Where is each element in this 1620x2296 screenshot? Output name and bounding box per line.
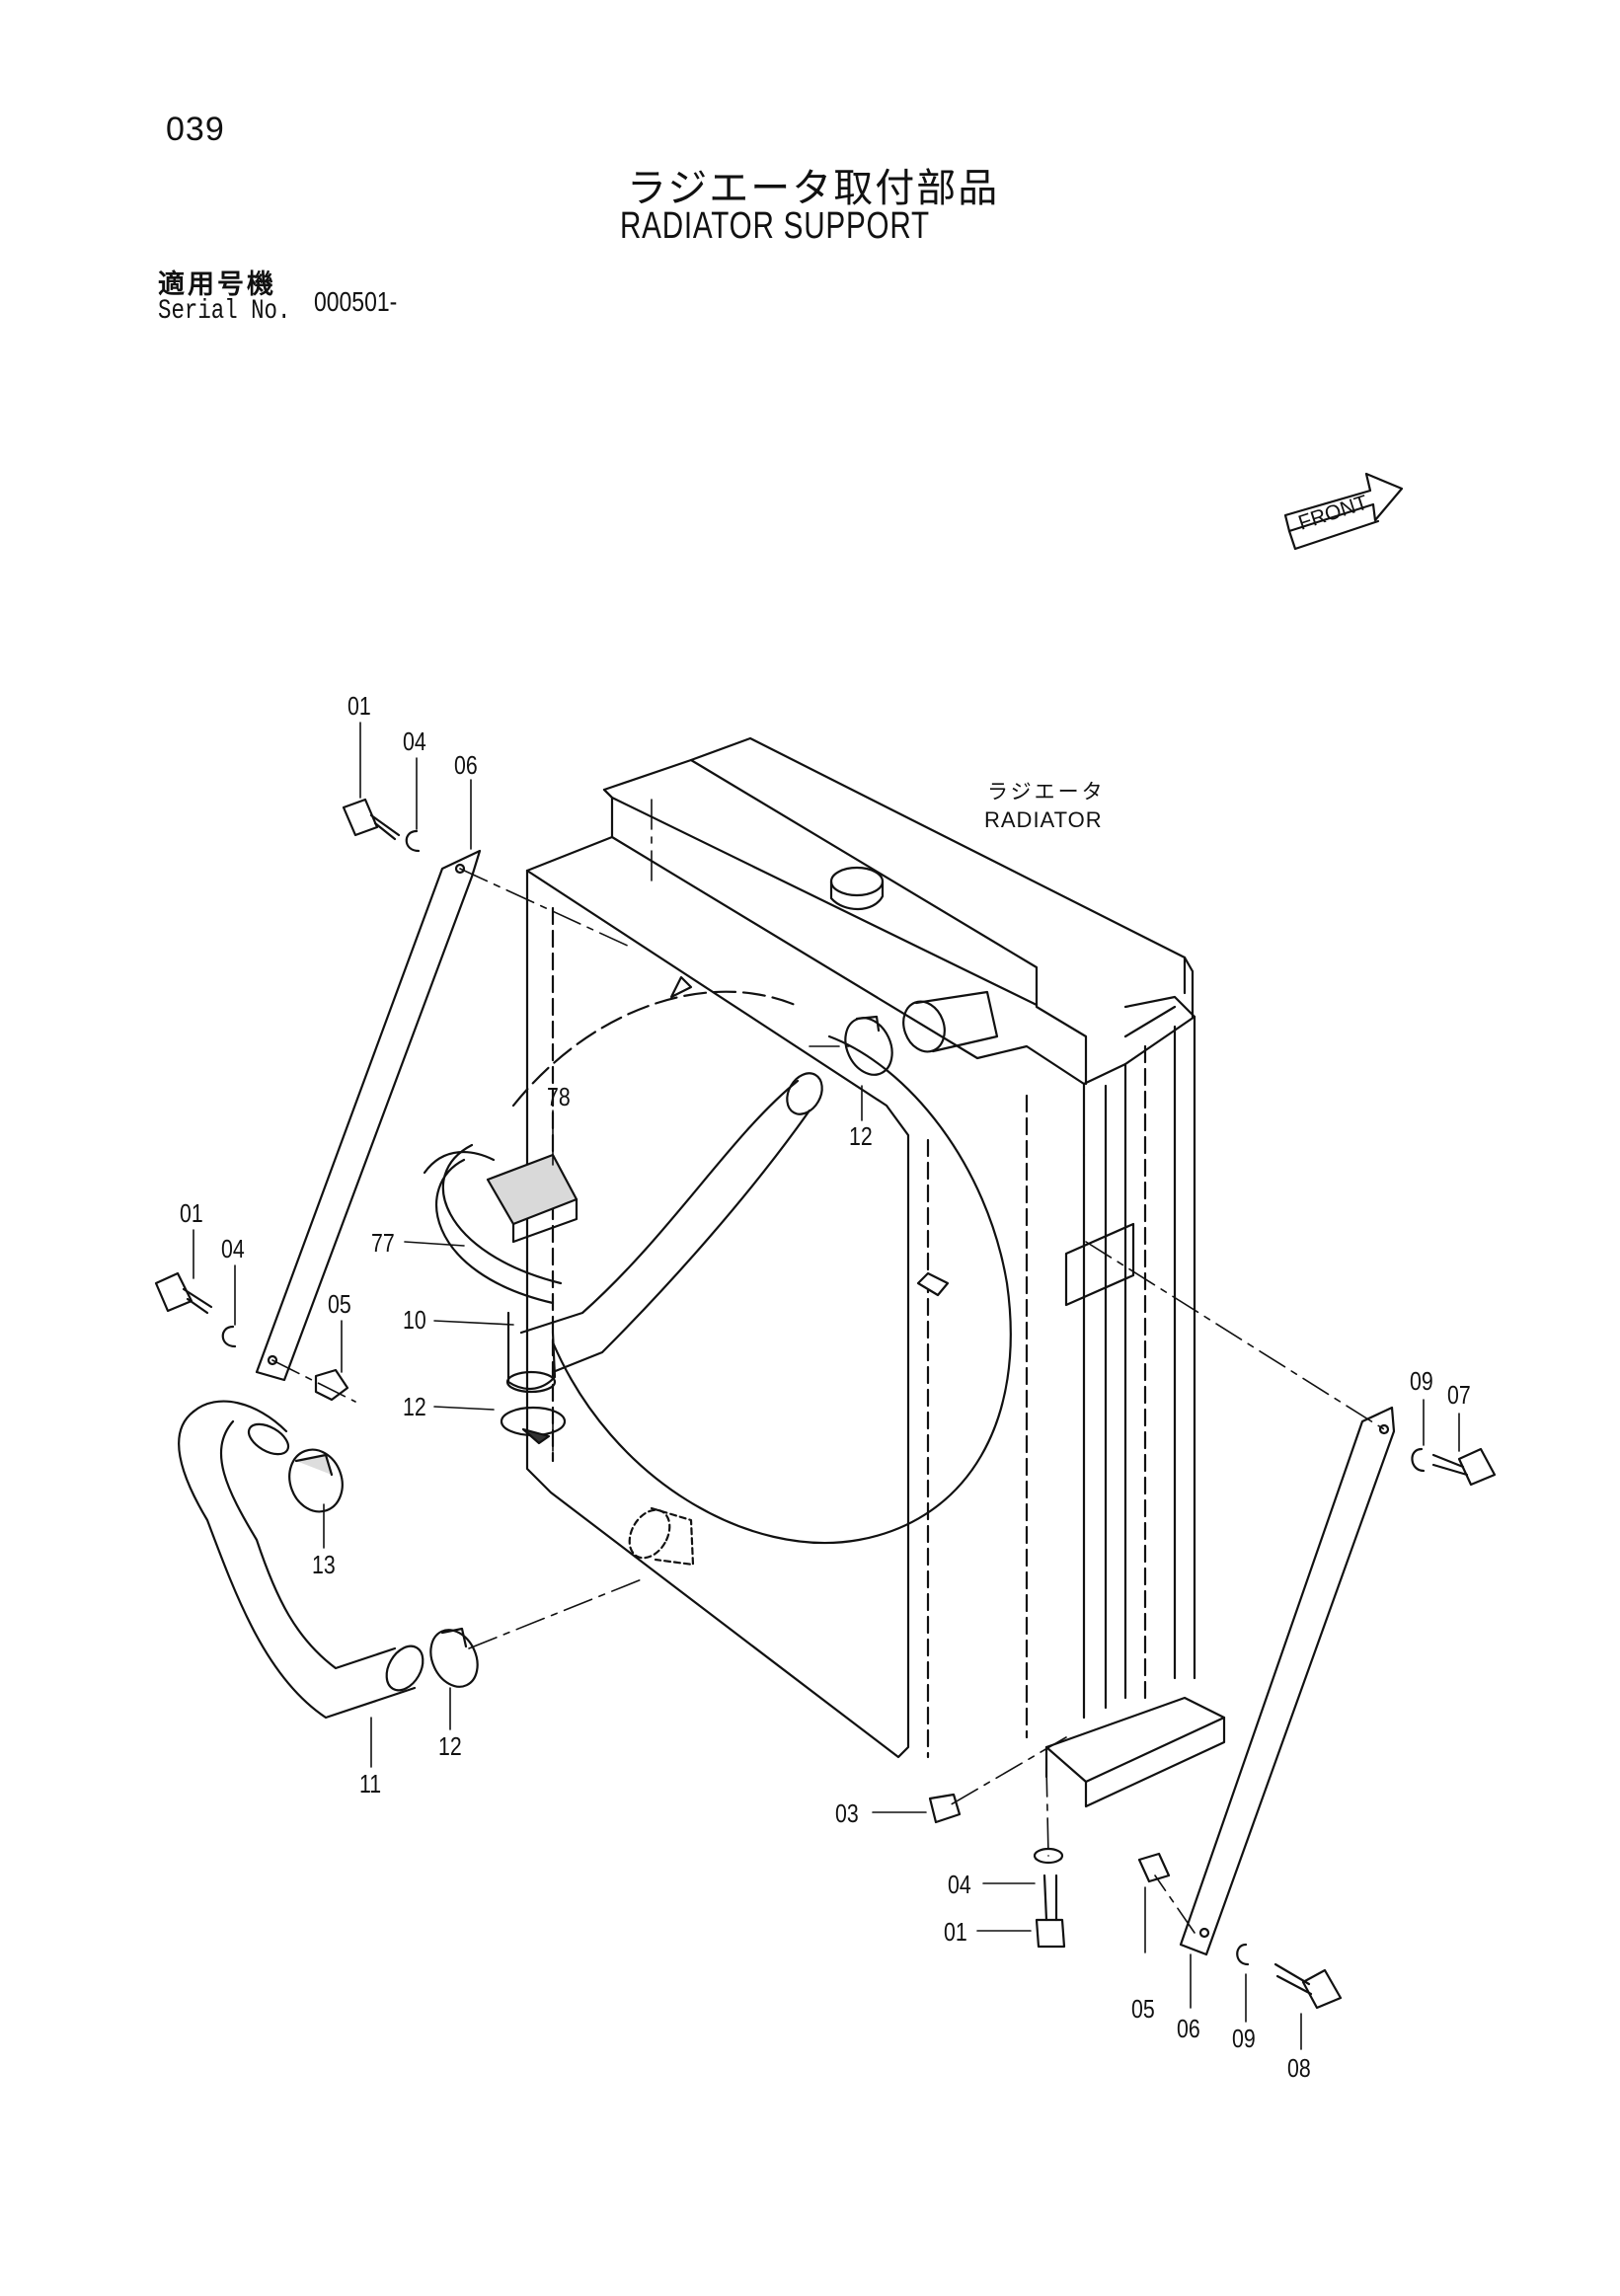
hose-clamp-icon [844,1015,893,1076]
serial-value: 000501- [314,286,398,317]
title-japanese: ラジエータ取付部品 [627,166,1000,211]
lower-hose [177,1400,424,1720]
lower-outlet [628,1506,695,1567]
bolt-icon [154,1271,213,1315]
callout-label: 05 [1131,1994,1155,2024]
callout-label: 77 [371,1228,395,1258]
hose-clamp-icon [288,1448,344,1513]
hose-clamp-icon [500,1406,567,1445]
callout-label: 01 [944,1917,967,1947]
washer-icon [1411,1447,1426,1473]
callout-label: 12 [438,1731,462,1761]
front-arrow-icon: FRONT [1283,472,1404,551]
left-support-strut [255,849,482,1382]
callout-label: 10 [403,1305,426,1335]
callout-label: 05 [328,1289,351,1319]
callout-label: 11 [359,1769,382,1799]
washer-icon [221,1325,237,1348]
bolt-icon [1431,1447,1497,1487]
serial-label-japanese: 適用号機 [158,269,276,300]
radiator-label-english: RADIATOR [984,807,1103,832]
radiator-body [525,736,1226,1808]
callout-label: 04 [403,727,426,756]
leader-lines [193,722,1460,2050]
bolt-icon [1273,1962,1343,2010]
callout-label: 04 [948,1870,971,1899]
fan-shroud [511,975,1012,1545]
bolt-icon [1035,1874,1066,1949]
callout-label: 01 [180,1198,203,1228]
radiator-label-japanese: ラジエータ [987,780,1106,804]
callout-label: 12 [849,1121,873,1151]
callout-label: 78 [547,1082,571,1111]
callout-label: 12 [403,1392,426,1421]
sponge-seal [486,1153,579,1244]
upper-hose [505,1072,823,1394]
callout-label: 13 [312,1550,336,1579]
title-english: RADIATOR SUPPORT [620,205,930,247]
bolt-icon [342,798,401,841]
callout-label: 06 [1177,2014,1200,2043]
filler-cap-icon [829,866,885,911]
page-number: 039 [166,111,225,148]
nut-icon [1137,1852,1171,1883]
overflow-hose [423,1143,563,1305]
washer-icon [1033,1847,1064,1865]
nut-icon [928,1793,962,1824]
hose-clamp-icon [429,1627,479,1688]
upper-outlet-pipe [902,990,999,1053]
callout-label: 08 [1287,2053,1311,2083]
callout-label: 06 [454,750,478,780]
callout-label: 09 [1410,1366,1433,1396]
washer-icon [405,829,421,853]
callout-label: 07 [1447,1380,1471,1410]
assembly-centerlines [271,799,1385,1934]
callout-label: 01 [347,691,371,721]
right-support-strut [1179,1406,1396,1956]
washer-icon [1236,1943,1250,1966]
callout-label: 09 [1232,2024,1256,2053]
callout-label: 04 [221,1234,245,1263]
serial-label-english: Serial No. [158,296,291,327]
callout-label: 03 [835,1799,859,1828]
